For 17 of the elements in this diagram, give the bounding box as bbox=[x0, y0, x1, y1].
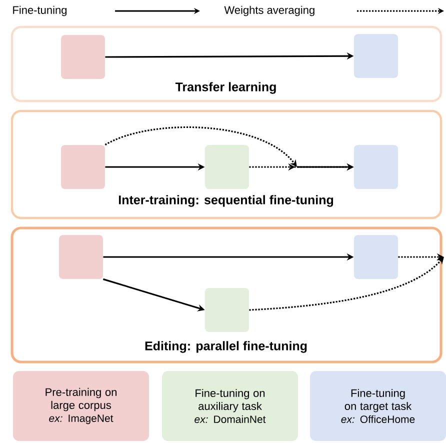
stage-square bbox=[205, 145, 249, 189]
panel-title: Inter-training: sequential fine-tuning bbox=[118, 195, 334, 207]
stage-legend-box: Fine-tuning on auxiliary task ex: DomainNet bbox=[162, 371, 298, 441]
panel-title: Transfer learning bbox=[175, 82, 276, 94]
stage-square bbox=[59, 235, 103, 279]
stage-square bbox=[354, 145, 398, 189]
stage-square bbox=[61, 145, 105, 189]
stage-square bbox=[205, 288, 249, 332]
stage-legend-box: Pre-training on large corpus ex: ImageNet bbox=[13, 371, 149, 441]
panel-title: Editing: parallel fine-tuning bbox=[145, 341, 307, 353]
stage-square bbox=[61, 35, 105, 79]
stage-square bbox=[354, 34, 398, 78]
stage-legend-box: Fine-tuning on target task ex: OfficeHome bbox=[310, 371, 446, 441]
stage-square bbox=[354, 235, 398, 279]
legend-text: Weights averaging bbox=[224, 6, 314, 16]
legend-text: Fine-tuning bbox=[13, 6, 67, 16]
arrow bbox=[249, 257, 444, 311]
